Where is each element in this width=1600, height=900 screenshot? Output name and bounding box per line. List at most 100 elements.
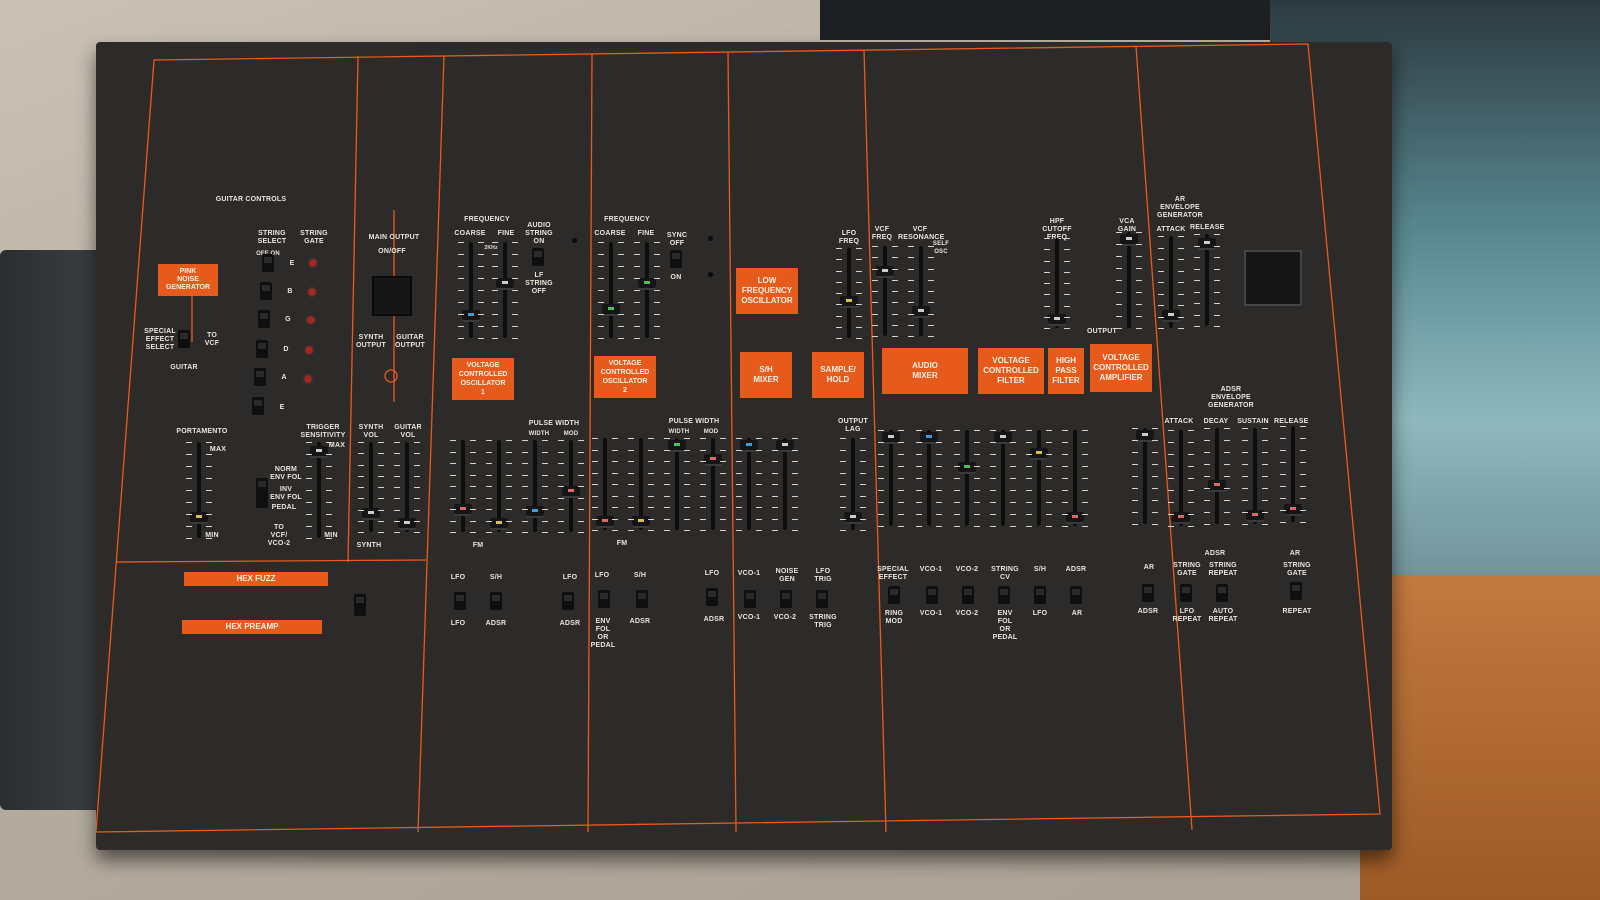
vcf-resonance-slider[interactable] — [908, 246, 934, 337]
mixer-vco1-lower-label: VCO-1 — [919, 610, 943, 617]
vco2-fine-slider[interactable] — [634, 242, 660, 339]
sh-vco1-lower-label: VCO-1 — [737, 614, 761, 621]
main-output-power-button[interactable] — [372, 276, 412, 316]
output-lag-slider[interactable] — [840, 438, 866, 531]
vco1-fm1-slider[interactable] — [450, 440, 476, 533]
ar-repeat-label: REPEAT — [1282, 608, 1312, 615]
sh-lfo-trig-label: LFO TRIG — [814, 568, 832, 583]
hpf-cutoff-slider[interactable] — [1044, 238, 1070, 329]
vco1-fine-slider[interactable] — [492, 242, 518, 339]
ar-attack-slider[interactable] — [1158, 236, 1184, 329]
synth-vol-slider[interactable] — [358, 442, 384, 533]
vco1-fm1-source-switch[interactable] — [454, 592, 466, 610]
hex-preamp-box: HEX PREAMP — [182, 620, 322, 634]
vco1-coarse-slider[interactable] — [458, 242, 484, 339]
vco2-pulse-width-label: PULSE WIDTH — [668, 418, 720, 425]
vco1-pw-width-slider[interactable] — [522, 440, 548, 533]
ar-string-gate-label: STRING GATE — [1283, 562, 1311, 577]
vco1-fm2-slider[interactable] — [486, 440, 512, 533]
vco1-fm-label: FM — [472, 542, 484, 549]
vco1-fine-label: FINE — [497, 230, 515, 237]
string-g-label: G — [285, 316, 291, 323]
vca-env-switch[interactable] — [1142, 584, 1154, 602]
mixer-vco1-switch[interactable] — [926, 586, 938, 604]
vcf-freq-slider[interactable] — [872, 246, 898, 337]
vco2-pw-mod-slider[interactable] — [700, 438, 726, 531]
adsr-release-label: RELEASE — [1274, 418, 1309, 425]
vco2-fm1-source-switch[interactable] — [598, 590, 610, 608]
vcf-adsr-switch[interactable] — [1070, 586, 1082, 604]
adsr-decay-slider[interactable] — [1204, 428, 1230, 525]
string-d-switch[interactable] — [256, 340, 268, 358]
ar-gate-switch[interactable] — [1290, 582, 1302, 600]
sh-vco1-slider[interactable] — [736, 438, 762, 531]
vca-gain-slider[interactable] — [1116, 232, 1142, 329]
vcf-sh-switch[interactable] — [1034, 586, 1046, 604]
mixer-special-effect-slider[interactable] — [878, 430, 904, 527]
ring-mod-label: RING MOD — [884, 610, 904, 625]
vco2-fm2-source-switch[interactable] — [636, 590, 648, 608]
mixer-vco1-slider[interactable] — [916, 430, 942, 527]
adsr-sustain-label: SUSTAIN — [1237, 418, 1269, 425]
guitar-vol-label: GUITAR VOL — [394, 424, 422, 439]
hex-mode-switch[interactable] — [354, 594, 366, 616]
sh-vco1-switch[interactable] — [744, 590, 756, 608]
vco2-fm1-slider[interactable] — [592, 438, 618, 531]
vco2-pw-lfo-label: LFO — [704, 570, 720, 577]
adsr-release-slider[interactable] — [1280, 426, 1306, 523]
vco2-env-fol-label: ENV FOL OR PEDAL — [590, 618, 616, 649]
guitar-vol-slider[interactable] — [394, 442, 420, 533]
ar-release-slider[interactable] — [1194, 234, 1220, 327]
vco2-fm2-slider[interactable] — [628, 438, 654, 531]
vco1-pw-lfo-label: LFO — [562, 574, 578, 581]
ar-trigger-button[interactable] — [1244, 250, 1302, 306]
adsr-sustain-slider[interactable] — [1242, 428, 1268, 525]
string-e-low-switch[interactable] — [252, 397, 264, 415]
vco1-adsr-label: ADSR — [485, 620, 507, 627]
portamento-slider[interactable] — [186, 442, 212, 539]
vco1-fm2-source-switch[interactable] — [490, 592, 502, 610]
vca-mod-slider[interactable] — [1132, 428, 1158, 525]
string-d-label: D — [283, 346, 289, 353]
adsr-gate-switch[interactable] — [1180, 584, 1192, 602]
string-a-switch[interactable] — [254, 368, 266, 386]
string-b-switch[interactable] — [260, 282, 272, 300]
vco1-pw-source-switch[interactable] — [562, 592, 574, 610]
mixer-vco2-slider[interactable] — [954, 430, 980, 527]
string-e-low-label: E — [279, 404, 285, 411]
vco1-audio-lf-switch[interactable] — [532, 248, 544, 266]
pink-noise-generator: PINK NOISE GENERATOR — [158, 264, 218, 296]
vcf-resonance-label: VCF RESONANCE — [898, 226, 945, 241]
mixer-special-effect-switch[interactable] — [888, 586, 900, 604]
vco1-pw-mod-slider[interactable] — [558, 440, 584, 533]
mixer-special-effect-label: SPECIAL EFFECT — [877, 566, 909, 581]
to-vcf-vco2-label: TO VCF/ VCO-2 — [267, 524, 291, 547]
self-osc-label: SELF OSC — [932, 241, 950, 255]
special-effect-select-switch[interactable] — [178, 330, 190, 348]
adsr-repeat-switch[interactable] — [1216, 584, 1228, 602]
string-e-high-switch[interactable] — [262, 254, 274, 272]
vco2-pw-source-switch[interactable] — [706, 588, 718, 606]
lfo-freq-slider[interactable] — [836, 248, 862, 339]
mixer-vco2-switch[interactable] — [962, 586, 974, 604]
sh-trig-switch[interactable] — [816, 590, 828, 608]
vco2-coarse-slider[interactable] — [598, 242, 624, 339]
vco2-sync-on-label: ON — [670, 274, 682, 281]
vcf-sh-slider[interactable] — [1026, 430, 1052, 527]
guitar-output-label: GUITAR OUTPUT — [395, 334, 425, 349]
sh-noise-slider[interactable] — [772, 438, 798, 531]
trigger-sensitivity-slider[interactable] — [306, 442, 332, 539]
guitar-label: GUITAR — [170, 364, 198, 371]
vcf-string-cv-switch[interactable] — [998, 586, 1010, 604]
vcf-adsr-slider[interactable] — [1062, 430, 1088, 527]
vco2-sync-switch[interactable] — [670, 250, 682, 268]
vcf-string-cv-slider[interactable] — [990, 430, 1016, 527]
ar-attack-label: ATTACK — [1156, 226, 1186, 233]
string-g-switch[interactable] — [258, 310, 270, 328]
sh-noise-switch[interactable] — [780, 590, 792, 608]
adsr-attack-slider[interactable] — [1168, 430, 1194, 527]
vco2-pw-width-slider[interactable] — [664, 438, 690, 531]
trigger-source-switch[interactable] — [256, 478, 268, 508]
pedal-label: PEDAL — [271, 504, 297, 511]
vcf-env-fol-label: ENV FOL OR PEDAL — [992, 610, 1018, 641]
